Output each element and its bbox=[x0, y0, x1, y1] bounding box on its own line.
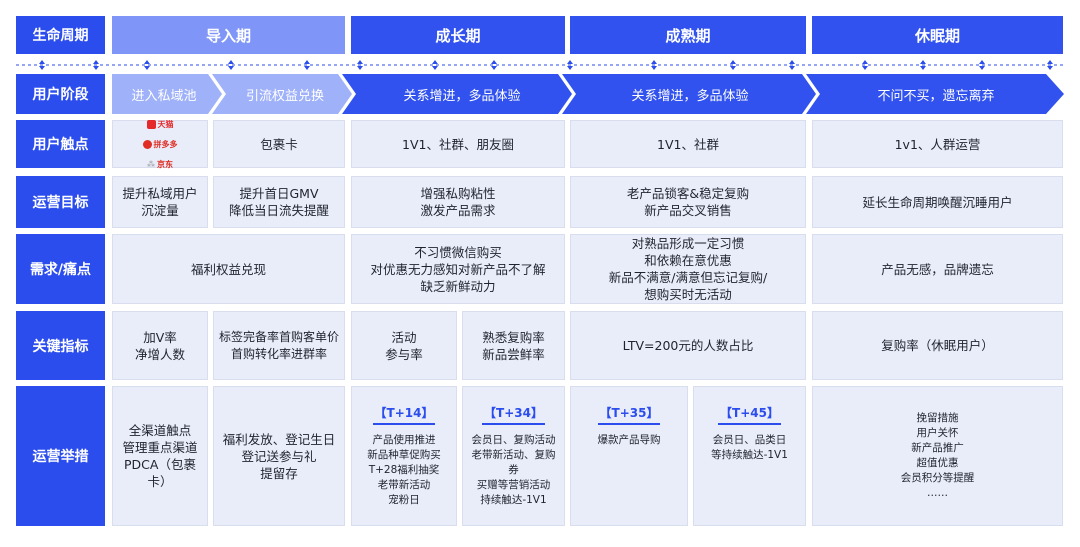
stage-item-2: 引流权益兑换 bbox=[245, 88, 324, 104]
goal-cell-2: 提升首日GMV 降低当日流失提醒 bbox=[213, 176, 345, 228]
action-cell-5: 【T+35】 爆款产品导购 bbox=[570, 386, 688, 526]
kpi-cell-4: 熟悉复购率 新品尝鲜率 bbox=[462, 311, 565, 380]
kpi-cell-3: 活动 参与率 bbox=[351, 311, 457, 380]
goal-cell-4: 老产品锁客&稳定复购 新产品交叉销售 bbox=[570, 176, 806, 228]
platform-pdd: 拼多多 bbox=[142, 136, 178, 153]
goal-cell-3: 增强私购粘性 激发产品需求 bbox=[351, 176, 565, 228]
goal-cell-5: 延长生命周期唤醒沉睡用户 bbox=[812, 176, 1063, 228]
stage-item-5: 不问不买，遗忘离弃 bbox=[877, 88, 995, 104]
action-text-5: 爆款产品导购 bbox=[597, 434, 661, 446]
kpi-cell-2: 标签完备率首购客单价 首购转化率进群率 bbox=[213, 311, 345, 380]
action-tag-t35: 【T+35】 bbox=[597, 405, 661, 425]
chevron-stage-4 bbox=[562, 74, 816, 114]
platform-tmall: 天猫 bbox=[146, 116, 174, 133]
action-cell-3: 【T+14】 产品使用推进 新品种草促购买 T+28福利抽奖 老带新活动 宠粉日 bbox=[351, 386, 457, 526]
action-cell-7: 挽留措施 用户关怀 新产品推广 超值优惠 会员积分等提醒 …… bbox=[812, 386, 1063, 526]
row-label-touchpoint: 用户触点 bbox=[16, 120, 105, 168]
kpi-cell-6: 复购率（休眠用户） bbox=[812, 311, 1063, 380]
touchpoint-platforms: 天猫 拼多多 ⁂ 京东 bbox=[112, 119, 208, 169]
action-text-4: 会员日、复购活动 老带新活动、复购券 买赠等营销活动 持续触达-1V1 bbox=[471, 434, 556, 506]
action-cell-1: 全渠道触点 管理重点渠道 PDCA（包裹卡） bbox=[112, 386, 208, 526]
pdd-icon bbox=[142, 139, 152, 149]
row-label-kpi: 关键指标 bbox=[16, 311, 105, 380]
action-text-6: 会员日、品类日 等持续触达-1V1 bbox=[711, 434, 788, 461]
timeline-markers bbox=[39, 60, 1053, 70]
action-text-3: 产品使用推进 新品种草促购买 T+28福利抽奖 老带新活动 宠粉日 bbox=[367, 434, 441, 506]
pain-cell-1: 福利权益兑现 bbox=[112, 234, 345, 304]
touchpoint-cell-1: 包裹卡 bbox=[213, 120, 345, 168]
action-cell-4: 【T+34】 会员日、复购活动 老带新活动、复购券 买赠等营销活动 持续触达-1… bbox=[462, 386, 565, 526]
chevron-stage-3 bbox=[342, 74, 572, 114]
pain-cell-4: 产品无感，品牌遗忘 bbox=[812, 234, 1063, 304]
stage-item-4: 关系增进，多品体验 bbox=[631, 88, 749, 104]
row-label-lifecycle: 生命周期 bbox=[16, 16, 105, 54]
stage-chevrons bbox=[112, 74, 1064, 114]
goal-cell-1: 提升私域用户 沉淀量 bbox=[112, 176, 208, 228]
action-tag-t34: 【T+34】 bbox=[482, 405, 545, 425]
pain-cell-3: 对熟品形成一定习惯 和依赖在意优惠 新品不满意/满意但忘记复购/ 想购买时无活动 bbox=[570, 234, 806, 304]
action-tag-t14: 【T+14】 bbox=[372, 405, 436, 425]
chevron-stage-2 bbox=[212, 74, 352, 114]
platform-jd: ⁂ 京东 bbox=[147, 156, 173, 173]
touchpoint-cell-2: 1V1、社群、朋友圈 bbox=[351, 120, 565, 168]
stage-item-3: 关系增进，多品体验 bbox=[403, 88, 521, 104]
row-label-pain: 需求/痛点 bbox=[16, 234, 105, 304]
phase-mature: 成熟期 bbox=[570, 16, 806, 54]
row-label-goal: 运营目标 bbox=[16, 176, 105, 228]
stage-item-1: 进入私域池 bbox=[131, 88, 197, 104]
row-label-actions: 运营举措 bbox=[16, 386, 105, 526]
jd-icon: ⁂ bbox=[147, 159, 155, 169]
kpi-cell-1: 加V率 净增人数 bbox=[112, 311, 208, 380]
tmall-icon bbox=[146, 119, 156, 129]
action-tag-t45: 【T+45】 bbox=[718, 405, 781, 425]
touchpoint-cell-3: 1V1、社群 bbox=[570, 120, 806, 168]
phase-intro: 导入期 bbox=[112, 16, 345, 54]
phase-growth: 成长期 bbox=[351, 16, 565, 54]
chevron-stage-1 bbox=[112, 74, 222, 114]
chevron-stage-5 bbox=[806, 74, 1064, 114]
phase-dormant: 休眠期 bbox=[812, 16, 1063, 54]
action-cell-2: 福利发放、登记生日 登记送参与礼 提留存 bbox=[213, 386, 345, 526]
action-cell-6: 【T+45】 会员日、品类日 等持续触达-1V1 bbox=[693, 386, 806, 526]
timeline-divider bbox=[16, 60, 1066, 70]
kpi-cell-5: LTV=200元的人数占比 bbox=[570, 311, 806, 380]
touchpoint-cell-4: 1v1、人群运营 bbox=[812, 120, 1063, 168]
pain-cell-2: 不习惯微信购买 对优惠无力感知对新产品不了解 缺乏新鲜动力 bbox=[351, 234, 565, 304]
row-label-stage: 用户阶段 bbox=[16, 74, 105, 114]
